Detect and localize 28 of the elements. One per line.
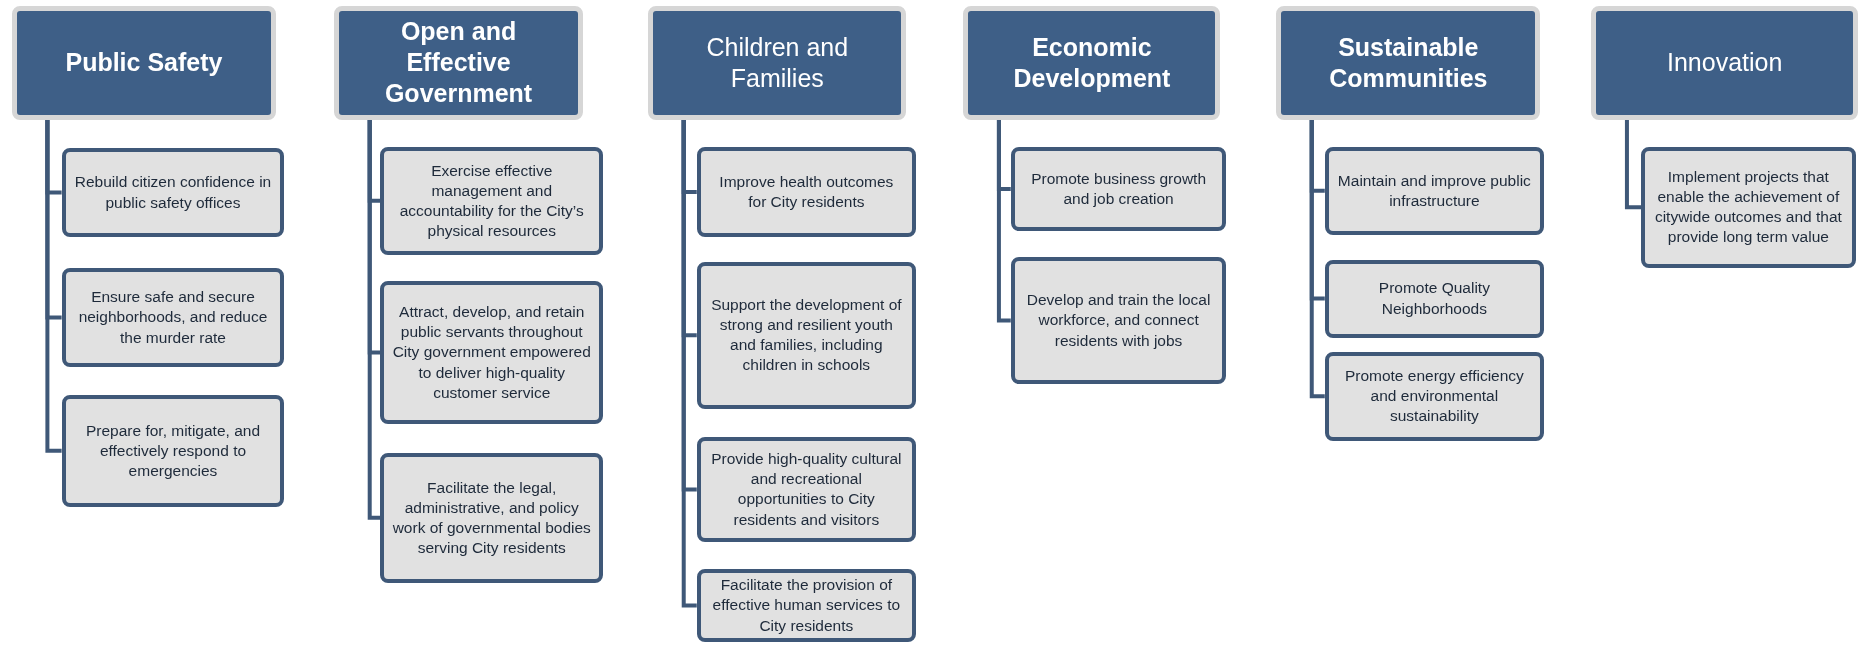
goal-box: Support the development of strong and resilient youth and families, including children in schools	[696, 261, 916, 409]
goal-box: Rebuild citizen confidence in public safety offices	[61, 148, 285, 237]
goal-box: Facilitate the legal, administrative, and policy work of governmental bodies serving City residents	[380, 452, 604, 583]
connector-line	[367, 119, 381, 520]
category-header-box: Open and Effective Government	[334, 5, 583, 120]
connector-line	[681, 119, 697, 608]
goal-box: Ensure safe and secure neighborhoods, and reduce the murder rate	[61, 267, 285, 368]
goal-box: Maintain and improve public infrastructure	[1324, 146, 1544, 235]
goal-box: Prepare for, mitigate, and effectively respond to emergencies	[61, 394, 285, 508]
goal-box: Attract, develop, and retain public servants throughout City government empowered to deliver high-quality customer service	[380, 280, 604, 425]
connector-line	[1624, 119, 1642, 210]
category-header-box: Sustainable Communities	[1276, 5, 1541, 120]
connector-line	[45, 119, 62, 453]
goal-box: Provide high-quality cultural and recreational opportunities to City residents and visitors	[696, 437, 916, 542]
connector-line	[996, 119, 1011, 323]
category-header-box: Children and Families	[648, 5, 907, 120]
goal-box: Implement projects that enable the achievement of citywide outcomes and that provide long term value	[1641, 146, 1856, 268]
goal-box: Develop and train the local workforce, and connect residents with jobs	[1010, 257, 1227, 384]
goal-box: Promote Quality Neighborhoods	[1324, 259, 1544, 338]
goal-box: Exercise effective management and accountability for the City’s physical resources	[380, 146, 604, 255]
goal-box: Promote energy efficiency and environmental sustainability	[1324, 351, 1544, 441]
category-header-box: Public Safety	[11, 5, 277, 120]
connector-line	[1309, 119, 1325, 399]
category-header-box: Innovation	[1591, 5, 1858, 120]
category-header-box: Economic Development	[963, 5, 1221, 120]
goal-box: Facilitate the provision of effective human services to City residents	[696, 568, 916, 643]
goal-box: Improve health outcomes for City residents	[696, 146, 916, 237]
goal-box: Promote business growth and job creation	[1010, 146, 1227, 232]
